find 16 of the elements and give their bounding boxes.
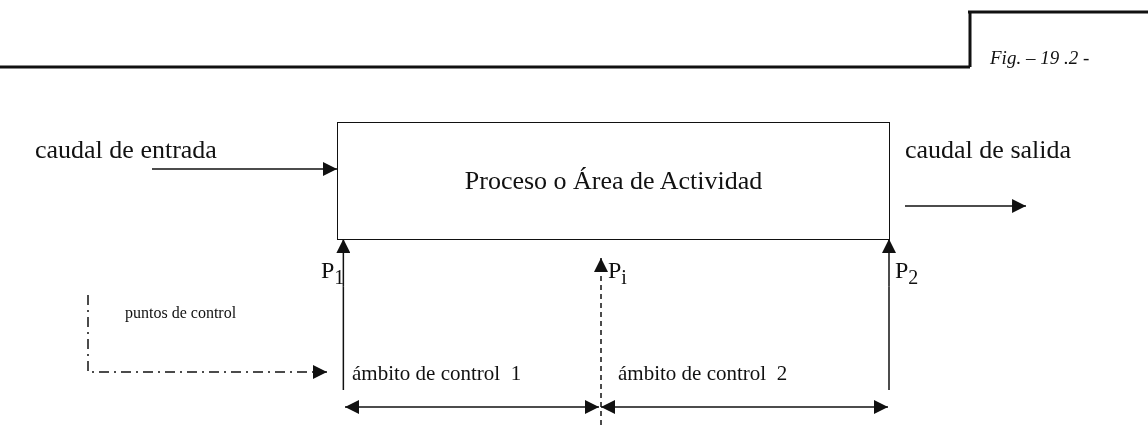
process-box: Proceso o Área de Actividad <box>337 122 890 240</box>
control-point-label: P$_{2}$ <box>895 258 919 287</box>
arrow <box>904 199 1027 213</box>
arrow <box>151 162 338 176</box>
output-flow-label: caudal de salida <box>905 137 1072 163</box>
scope-label: ámbito de control 1 <box>352 363 522 384</box>
arrow <box>336 238 351 288</box>
figure-number: Fig. – 19 .2 - <box>990 48 1090 67</box>
arrow <box>594 257 608 426</box>
control-point-label: P$_{1}$ <box>321 258 345 287</box>
scope-label: ámbito de control 2 <box>618 363 788 384</box>
control-points-label: puntos de control <box>125 305 237 321</box>
arrow <box>882 238 896 288</box>
control-point-label: P$_{i}$ <box>608 258 627 287</box>
input-flow-label: caudal de entrada <box>35 137 217 163</box>
arrow <box>87 294 328 379</box>
